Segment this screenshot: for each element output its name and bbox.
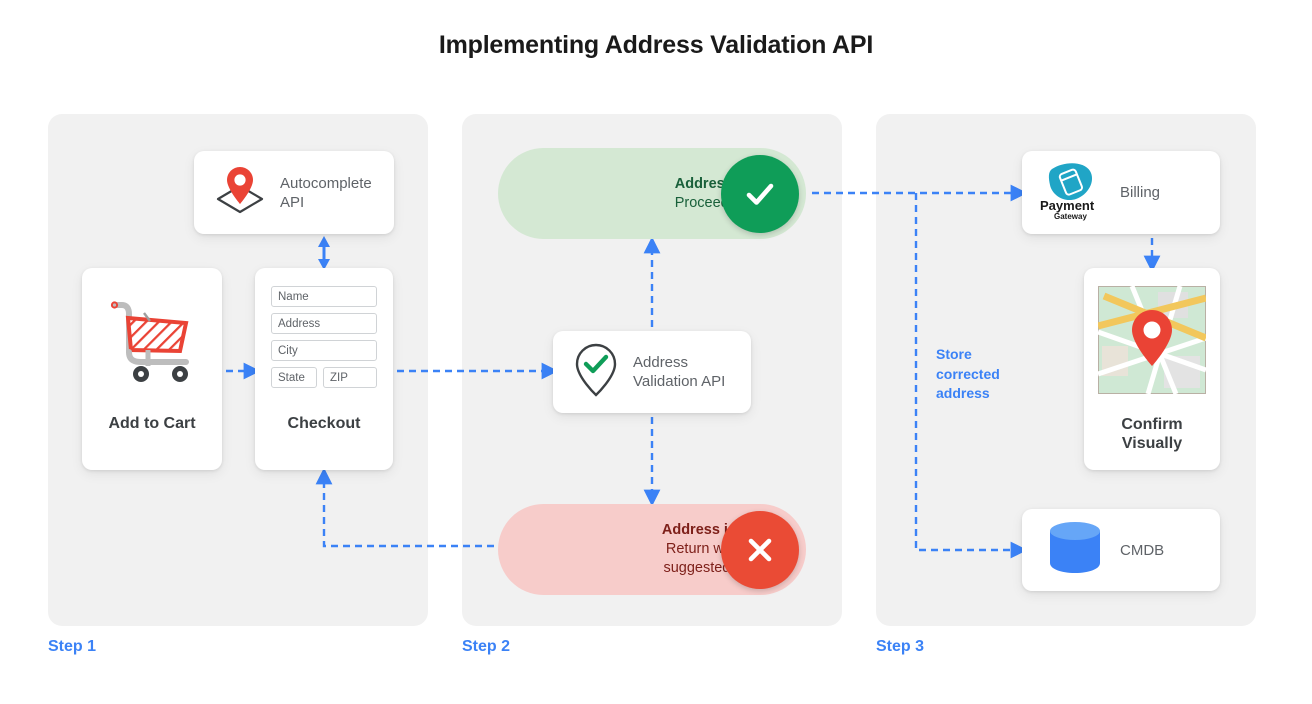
checkout-label: Checkout [287,415,361,432]
autocomplete-api-label: Autocomplete API [280,174,372,211]
step-2-label: Step 2 [462,638,511,655]
add-to-cart-card[interactable]: Add to Cart [82,268,222,470]
checkout-card[interactable]: Name Address City State ZIP Checkout [255,268,393,470]
database-icon [1044,518,1106,583]
state-field[interactable]: State [271,367,317,388]
confirm-visually-label: Confirm Visually [1121,416,1183,452]
map-pin-envelope-icon [212,164,268,221]
billing-card[interactable]: Payment Gateway Billing [1022,151,1220,234]
address-validation-api-label: Address Validation API [633,354,726,390]
zip-field[interactable]: ZIP [323,367,377,388]
svg-text:Gateway: Gateway [1054,212,1087,221]
address-invalid-banner: Address is invalid. Return with Google s… [498,504,806,595]
svg-text:Payment: Payment [1040,198,1095,213]
city-field[interactable]: City [271,340,377,361]
address-field[interactable]: Address [271,313,377,334]
confirm-visually-card[interactable]: Confirm Visually [1084,268,1220,470]
add-to-cart-label: Add to Cart [108,415,196,432]
cmdb-card[interactable]: CMDB [1022,509,1220,591]
address-validation-api-card[interactable]: Address Validation API [553,331,751,413]
page-title: Implementing Address Validation API [438,31,874,59]
check-icon [721,154,799,233]
name-field[interactable]: Name [271,286,377,307]
billing-label: Billing [1120,184,1161,201]
map-thumbnail-icon [1084,286,1220,394]
cmdb-label: CMDB [1120,541,1165,559]
store-corrected-address-label: Store corrected address [936,346,1000,401]
step-3-label: Step 3 [876,638,925,655]
step-1-label: Step 1 [48,638,97,655]
autocomplete-api-card[interactable]: Autocomplete API [194,151,394,234]
payment-gateway-logo: Payment Gateway [1038,159,1110,226]
address-valid-banner: Address is valid. Proceed to billing. [498,148,806,239]
pin-check-icon [571,341,621,404]
shopping-cart-icon [82,290,222,394]
close-x-icon [721,510,799,589]
